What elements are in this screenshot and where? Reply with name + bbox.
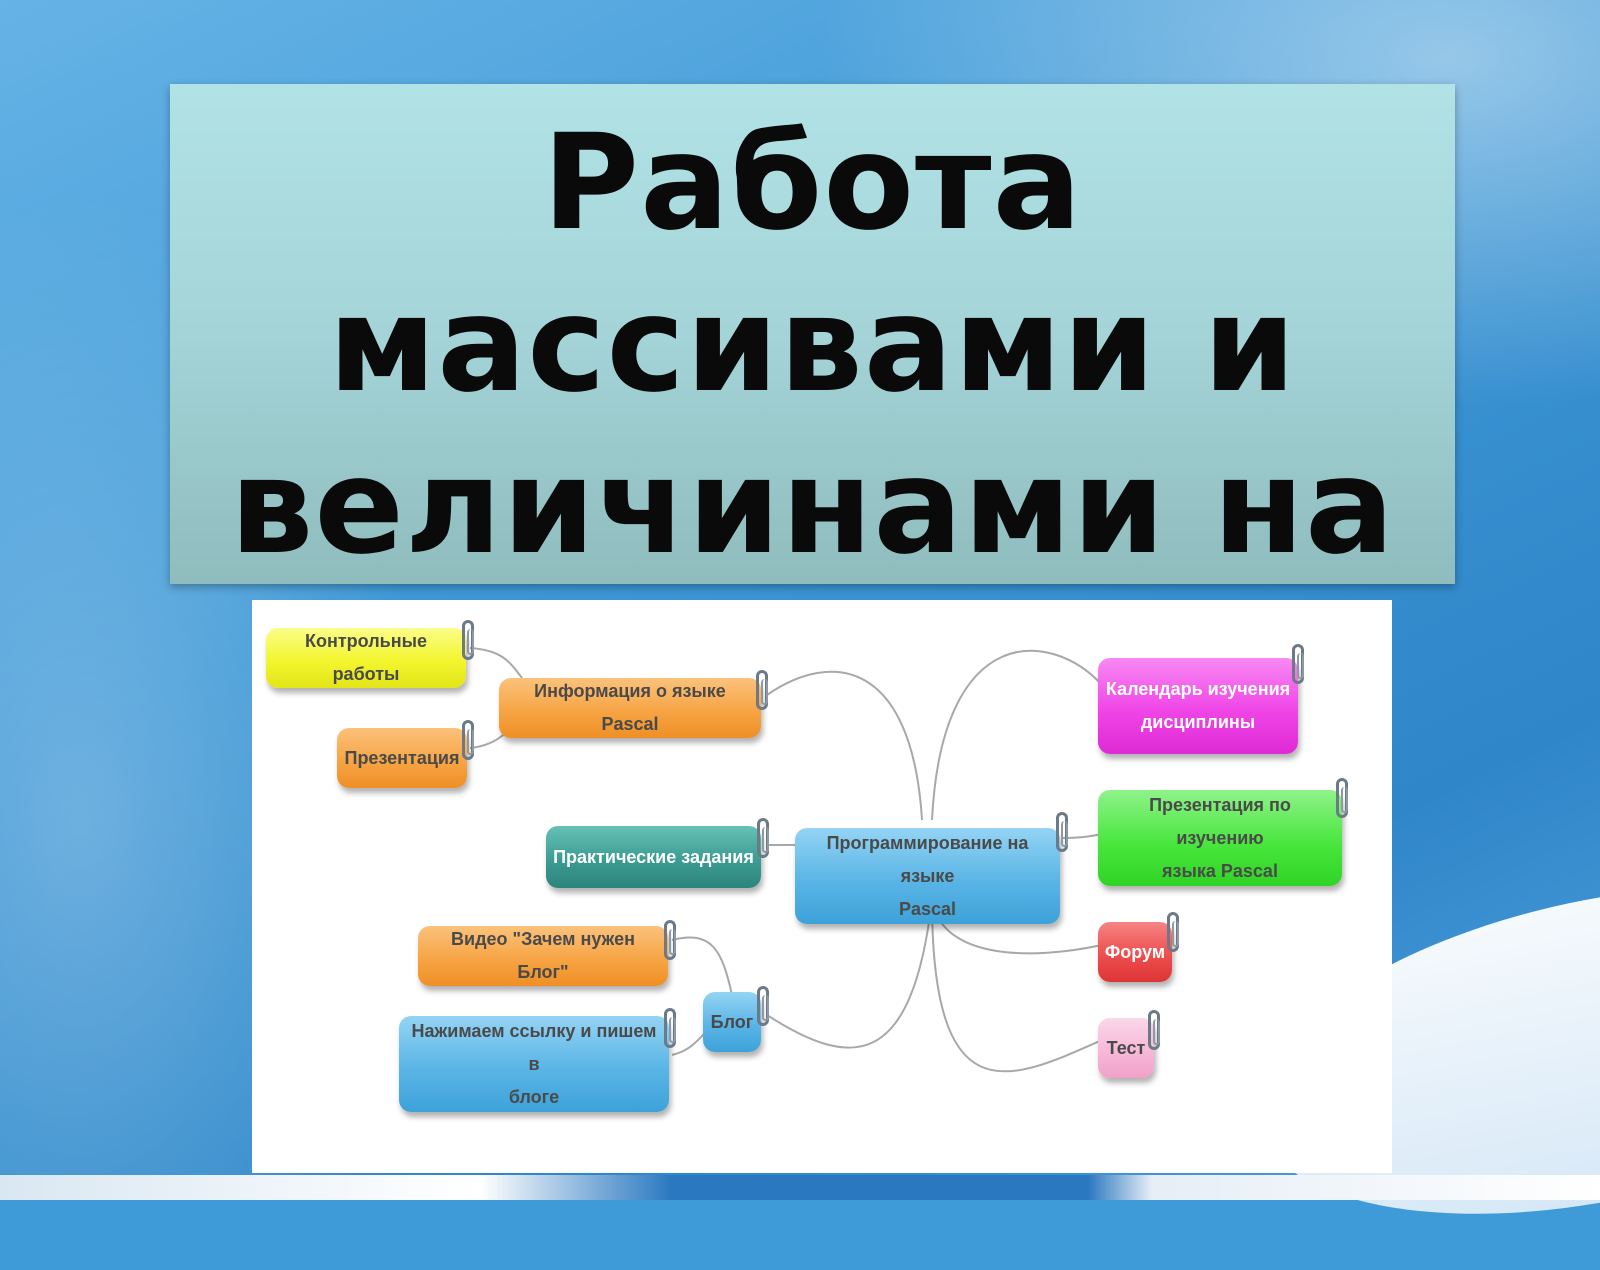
- paperclip-icon: [462, 720, 474, 760]
- connector-info-center: [766, 670, 923, 821]
- node-calendar: Календарь изучения дисциплины: [1098, 658, 1298, 754]
- paperclip-icon: [1148, 1010, 1160, 1050]
- node-control-works: Контрольные работы: [266, 628, 466, 688]
- paperclip-icon: [664, 1008, 676, 1048]
- paperclip-icon: [756, 670, 768, 710]
- title-banner: Работа массивами и величинами на: [170, 84, 1455, 584]
- paperclip-icon: [1167, 912, 1179, 952]
- connector-video-blog: [671, 936, 733, 996]
- node-test: Тест: [1098, 1018, 1154, 1078]
- slide-title: Работа массивами и величинами на: [229, 106, 1396, 584]
- connector-center-blog: [766, 899, 933, 1049]
- paperclip-icon: [1336, 778, 1348, 818]
- paperclip-icon: [757, 818, 769, 858]
- paperclip-icon: [757, 986, 769, 1026]
- node-forum: Форум: [1098, 922, 1172, 982]
- node-presentation-pascal: Презентация по изучению языка Pascal: [1098, 790, 1342, 886]
- connector-center-calendar: [931, 649, 1103, 821]
- node-practical: Практические задания: [546, 826, 761, 888]
- node-presentation: Презентация: [337, 728, 467, 788]
- background-bottom-band: [0, 1175, 1600, 1200]
- connector-control-info: [469, 647, 523, 679]
- connector-center-test: [931, 899, 1103, 1073]
- node-blog-link: Нажимаем ссылку и пишем в блоге: [399, 1016, 669, 1112]
- paperclip-icon: [1292, 644, 1304, 684]
- mindmap-diagram: Контрольные работы Информация о языке Pa…: [252, 600, 1392, 1173]
- node-center: Программирование на языке Pascal: [795, 828, 1060, 924]
- node-video: Видео "Зачем нужен Блог": [418, 926, 668, 986]
- paperclip-icon: [664, 920, 676, 960]
- node-blog: Блог: [703, 992, 761, 1052]
- node-info-pascal: Информация о языке Pascal: [499, 678, 761, 738]
- paperclip-icon: [462, 620, 474, 660]
- connector-center-pres-pascal: [1061, 833, 1103, 839]
- paperclip-icon: [1056, 812, 1068, 852]
